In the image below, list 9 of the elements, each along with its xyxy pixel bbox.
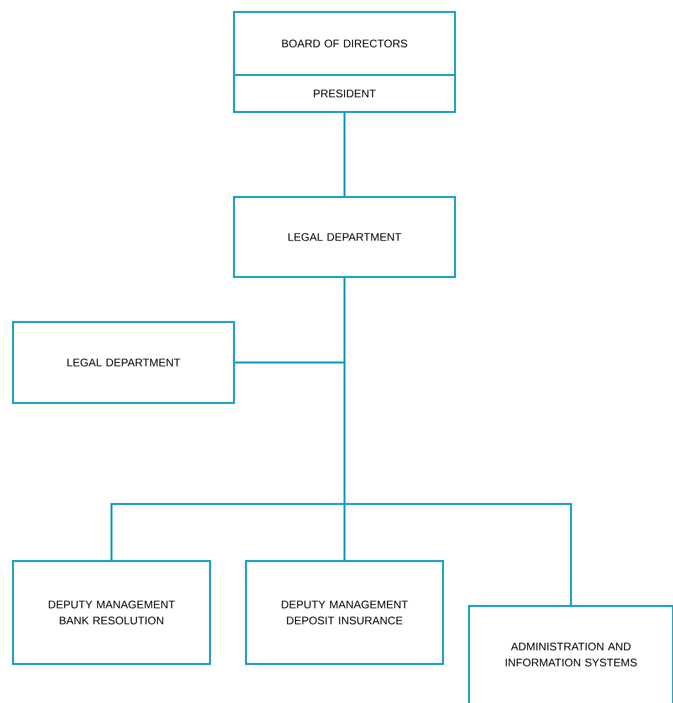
org-box: DEPUTY MANAGEMENT BANK RESOLUTION [12,560,211,665]
connector-line [344,113,346,196]
org-box: PRESIDENT [233,74,456,113]
org-box: LEGAL DEPARTMENT [12,321,235,404]
org-box: DEPUTY MANAGEMENT DEPOSIT INSURANCE [245,560,444,665]
org-box: BOARD OF DIRECTORS [233,11,456,76]
org-box: LEGAL DEPARTMENT [233,196,456,278]
org-box: ADMINISTRATION AND INFORMATION SYSTEMS [468,605,673,703]
connector-line [344,278,572,606]
